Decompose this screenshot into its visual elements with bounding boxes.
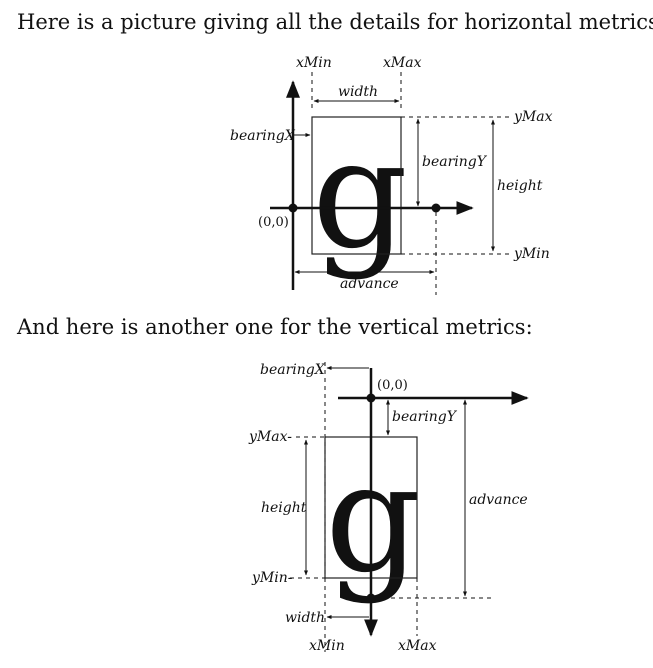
- height-label: height: [261, 500, 307, 516]
- ymax-label: yMax: [513, 109, 553, 125]
- width-label: width: [285, 610, 325, 626]
- ymin-label: yMin: [513, 246, 550, 262]
- horizontal-metrics-diagram: g xMin xMax width bearingX bearingY yMax…: [230, 55, 553, 295]
- glyph-bounding-box: [311, 116, 402, 255]
- bearing-x-label: bearingX: [230, 128, 296, 144]
- vertical-metrics-heading: And here is another one for the vertical…: [17, 315, 533, 339]
- xmin-label: xMin: [296, 55, 332, 71]
- advance-label: advance: [340, 276, 399, 292]
- advance-label: advance: [469, 492, 528, 508]
- xmax-label: xMax: [398, 638, 437, 654]
- origin-point: [366, 393, 376, 403]
- bearing-x-label: bearingX: [260, 362, 326, 378]
- ymax-label: yMax-: [248, 429, 292, 445]
- advance-point: [366, 593, 376, 603]
- xmin-label: xMin: [309, 638, 345, 654]
- bearing-y-label: bearingY: [392, 409, 458, 425]
- origin-point: [288, 203, 298, 213]
- height-label: height: [497, 178, 543, 194]
- glyph-g: g: [312, 108, 408, 282]
- horizontal-metrics-heading: Here is a picture giving all the details…: [17, 10, 653, 34]
- width-label: width: [338, 84, 378, 100]
- bearing-y-label: bearingY: [422, 154, 488, 170]
- origin-label: (0,0): [377, 378, 408, 393]
- origin-label: (0,0): [258, 215, 289, 230]
- xmax-label: xMax: [383, 55, 422, 71]
- advance-point: [431, 203, 441, 213]
- glyph-g: g: [325, 432, 421, 606]
- ymin-label: yMin-: [251, 570, 293, 586]
